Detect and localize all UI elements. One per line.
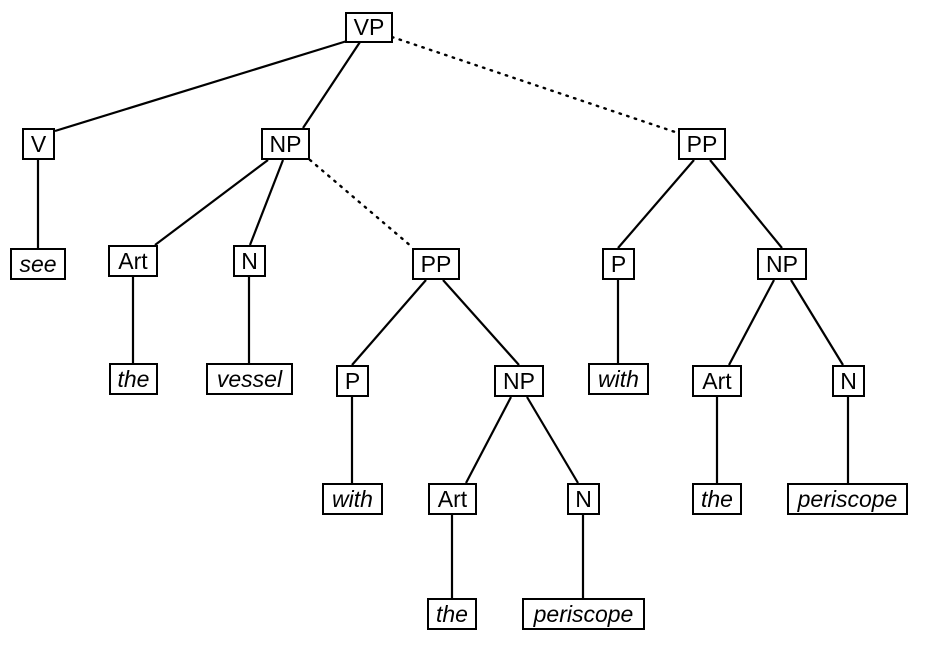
node-n-right[interactable]: N bbox=[832, 365, 865, 397]
node-vp[interactable]: VP bbox=[345, 12, 393, 43]
node-p-right[interactable]: P bbox=[602, 248, 635, 280]
leaf-periscope-right[interactable]: periscope bbox=[787, 483, 908, 515]
leaf-the-right[interactable]: the bbox=[692, 483, 742, 515]
leaf-vessel[interactable]: vessel bbox=[206, 363, 293, 395]
leaf-with-right[interactable]: with bbox=[588, 363, 649, 395]
edge-np-right-n-right bbox=[790, 279, 844, 366]
leaf-see[interactable]: see bbox=[10, 248, 66, 280]
edge-np1-n1 bbox=[248, 159, 285, 246]
node-art-mid[interactable]: Art bbox=[428, 483, 477, 515]
edge-pp-right-np-right bbox=[709, 159, 783, 249]
edge-vp-pp-right bbox=[390, 35, 680, 135]
edge-pp-mid-p-mid bbox=[351, 279, 427, 366]
edge-np-right-art-right bbox=[728, 279, 775, 366]
node-n-mid[interactable]: N bbox=[567, 483, 600, 515]
node-art-right[interactable]: Art bbox=[692, 365, 742, 397]
edge-pp-right-p-right bbox=[617, 159, 695, 249]
edge-pp-mid-np-mid bbox=[442, 279, 520, 366]
node-pp-mid[interactable]: PP bbox=[412, 248, 460, 280]
node-v[interactable]: V bbox=[22, 128, 55, 160]
node-np-mid[interactable]: NP bbox=[494, 365, 544, 397]
edge-vp-v bbox=[54, 39, 348, 133]
node-p-mid[interactable]: P bbox=[336, 365, 369, 397]
node-pp-right[interactable]: PP bbox=[678, 128, 726, 160]
node-np-right[interactable]: NP bbox=[757, 248, 807, 280]
node-art-1[interactable]: Art bbox=[108, 245, 158, 277]
node-np-1[interactable]: NP bbox=[261, 128, 310, 160]
edge-np-mid-n-mid bbox=[526, 396, 579, 484]
leaf-with-mid[interactable]: with bbox=[322, 483, 383, 515]
leaf-the-mid[interactable]: the bbox=[427, 598, 477, 630]
edge-np1-art1 bbox=[154, 159, 269, 246]
edge-np-mid-art-mid bbox=[465, 396, 512, 484]
edge-np1-pp-mid bbox=[308, 158, 414, 249]
leaf-periscope-mid[interactable]: periscope bbox=[522, 598, 645, 630]
node-n-1[interactable]: N bbox=[233, 245, 266, 277]
edge-vp-np1 bbox=[302, 41, 361, 129]
leaf-the-1[interactable]: the bbox=[109, 363, 158, 395]
